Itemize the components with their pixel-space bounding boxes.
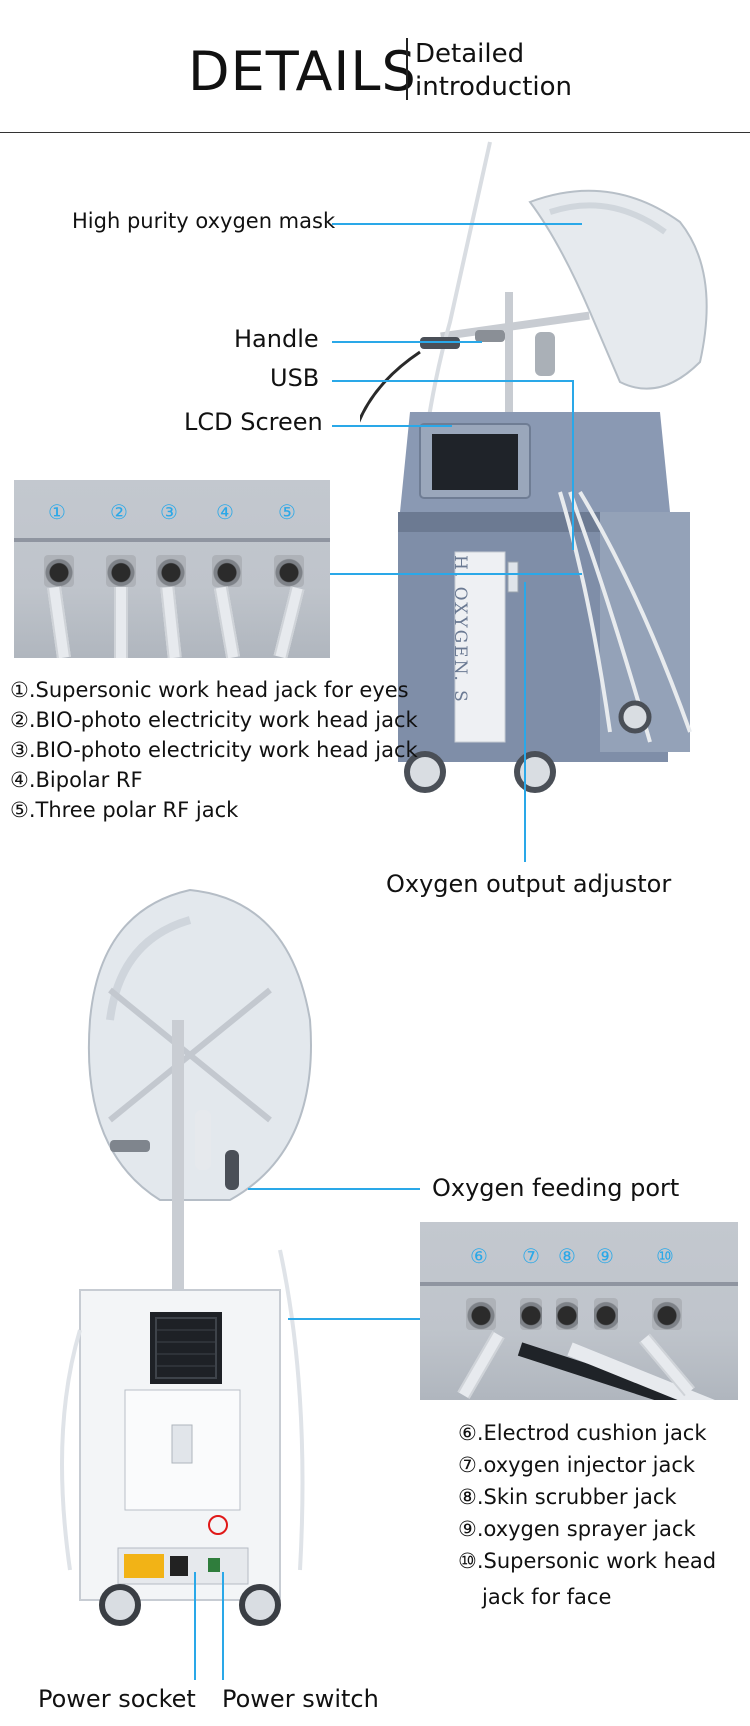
leader-oxygen-mask	[332, 223, 582, 225]
label-oxygen-output: Oxygen output adjustor	[386, 870, 672, 898]
jack-10	[652, 1298, 682, 1330]
title-divider	[406, 38, 408, 100]
header-rule	[0, 132, 750, 133]
jack-4	[212, 555, 242, 587]
jack-number-5: ⑤	[278, 500, 296, 524]
jack-1	[44, 555, 74, 587]
leader-usb	[332, 380, 572, 382]
jack-item-4: ④.Bipolar RF	[10, 768, 143, 792]
page-title: DETAILS	[188, 40, 417, 103]
leader-oxygen-feeding	[248, 1188, 420, 1190]
leader-lcd-screen	[332, 425, 452, 427]
jack-item-5: ⑤.Three polar RF jack	[10, 798, 239, 822]
jack-number-4: ④	[216, 500, 234, 524]
jack-5	[274, 555, 304, 587]
label-usb: USB	[270, 364, 320, 392]
jack-8	[556, 1298, 578, 1330]
lcd-screen	[432, 434, 518, 490]
jack-number-2: ②	[110, 500, 128, 524]
jack-item-1: ①.Supersonic work head jack for eyes	[10, 678, 409, 702]
jack-number-6: ⑥	[470, 1244, 488, 1268]
jack-item-7: ⑦.oxygen injector jack	[458, 1453, 696, 1477]
fan-grille	[150, 1312, 222, 1384]
leader-oxygen-output	[524, 582, 526, 862]
label-handle: Handle	[234, 325, 319, 353]
machine-front-illustration	[360, 141, 708, 793]
page-subtitle: Detailed introduction	[415, 38, 572, 104]
jack-item-3: ③.BIO-photo electricity work head jack	[10, 738, 418, 762]
label-oxygen-feeding: Oxygen feeding port	[432, 1174, 680, 1202]
label-power-socket: Power socket	[38, 1685, 196, 1713]
jack-item-2: ②.BIO-photo electricity work head jack	[10, 708, 418, 732]
leader-handle	[332, 341, 482, 343]
jack-panel-inset-top: ① ② ③ ④ ⑤	[14, 480, 330, 658]
leader-power-switch	[222, 1572, 224, 1680]
jack-number-1: ①	[48, 500, 66, 524]
jack-number-9: ⑨	[596, 1244, 614, 1268]
oxygen-hood	[528, 189, 708, 390]
jack-7	[520, 1298, 542, 1330]
jack-6	[466, 1298, 496, 1330]
jack-list-top: ①.Supersonic work head jack for eyes ②.B…	[10, 675, 418, 825]
jack-item-10-cont: jack for face	[482, 1585, 612, 1609]
jack-item-10: ⑩.Supersonic work head	[458, 1549, 717, 1573]
label-power-switch: Power switch	[222, 1685, 379, 1713]
leader-jack-panel-bottom	[288, 1318, 420, 1320]
jack-item-6: ⑥.Electrod cushion jack	[458, 1421, 707, 1445]
leader-usb-vertical	[572, 380, 574, 550]
jack-number-10: ⑩	[656, 1244, 674, 1268]
leader-jack-panel	[330, 573, 582, 575]
jack-panel-inset-bottom: ⑥ ⑦ ⑧ ⑨ ⑩	[420, 1222, 738, 1400]
pole	[505, 292, 513, 452]
jack-number-7: ⑦	[522, 1244, 540, 1268]
panel-brand-text: H. OXYGEN. S	[450, 555, 470, 704]
jack-9	[594, 1298, 618, 1330]
jack-item-8: ⑧.Skin scrubber jack	[458, 1485, 677, 1509]
subtitle-line1: Detailed	[415, 39, 525, 69]
jack-list-bottom: ⑥.Electrod cushion jack ⑦.oxygen injecto…	[458, 1417, 716, 1613]
jack-number-3: ③	[160, 500, 178, 524]
jack-2	[106, 555, 136, 587]
subtitle-line2: introduction	[415, 72, 573, 102]
jack-3	[156, 555, 186, 587]
jack-item-9: ⑨.oxygen sprayer jack	[458, 1517, 696, 1541]
label-lcd-screen: LCD Screen	[184, 408, 323, 436]
machine-back-illustration	[60, 888, 312, 1626]
leader-power-socket	[194, 1572, 196, 1680]
jack-number-8: ⑧	[558, 1244, 576, 1268]
label-oxygen-mask: High purity oxygen mask	[72, 209, 336, 233]
